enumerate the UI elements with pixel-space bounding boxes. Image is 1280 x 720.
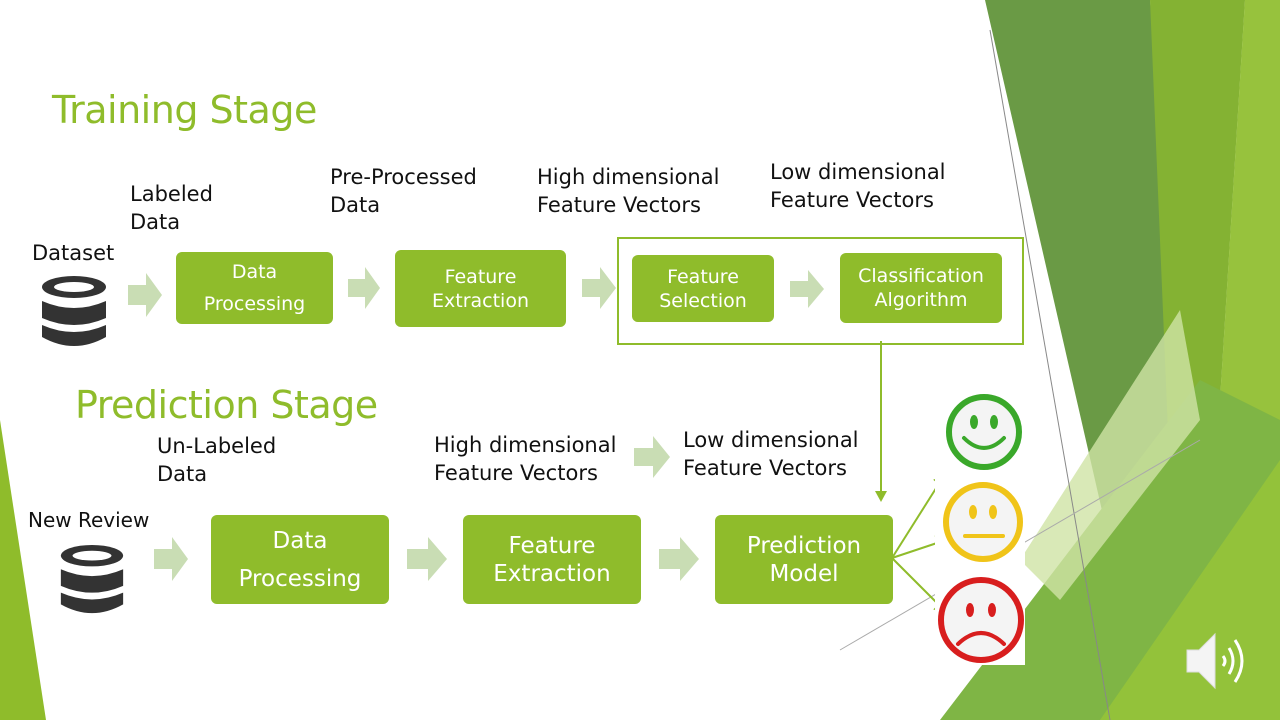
dataset-label: Dataset: [32, 241, 115, 265]
left-accent-shape: [0, 420, 46, 720]
training-stage-title: Training Stage: [52, 88, 317, 132]
prediction-step-data-processing: Data Processing: [211, 515, 389, 604]
prediction-label-arrow: [634, 436, 670, 478]
sad-face-icon: [938, 577, 1024, 663]
training-label-preprocessed-data: Pre-Processed Data: [330, 165, 477, 217]
decor-line-1: [989, 29, 1111, 720]
training-arrow-1: [128, 273, 162, 317]
prediction-arrow-1: [154, 537, 188, 581]
speaker-icon[interactable]: [1185, 632, 1257, 690]
neutral-face-icon: [943, 482, 1023, 562]
new-review-database-icon: [60, 544, 124, 614]
prediction-arrow-3: [659, 537, 699, 581]
output-arrow-positive: [891, 481, 941, 559]
dataset-database-icon: [42, 276, 106, 346]
prediction-label-unlabeled-data: Un-Labeled Data: [157, 434, 277, 486]
training-label-low-dim: Low dimensional Feature Vectors: [770, 160, 946, 212]
prediction-stage-title: Prediction Stage: [75, 383, 378, 427]
bottom-shape-bright: [1100, 460, 1280, 720]
training-arrow-4: [790, 270, 824, 308]
prediction-arrow-2: [407, 537, 447, 581]
output-arrow-neutral: [891, 541, 941, 559]
prediction-label-high-dim: High dimensional Feature Vectors: [434, 433, 617, 485]
training-label-high-dim: High dimensional Feature Vectors: [537, 165, 720, 217]
model-connector-arrow: [875, 341, 887, 502]
training-step-feature-extraction: Feature Extraction: [395, 250, 566, 327]
bottom-shape-pale: [1020, 310, 1200, 600]
training-label-labeled-data: Labeled Data: [130, 182, 213, 234]
prediction-step-prediction-model: Prediction Model: [715, 515, 893, 604]
training-arrow-3: [582, 267, 616, 309]
training-step-classification-algorithm: Classification Algorithm: [840, 253, 1002, 323]
new-review-label: New Review: [28, 508, 150, 532]
prediction-label-low-dim: Low dimensional Feature Vectors: [683, 428, 859, 480]
classifier-group-frame: [617, 237, 1024, 345]
output-arrow-negative: [891, 557, 941, 607]
training-arrow-2: [348, 267, 380, 309]
prediction-step-feature-extraction: Feature Extraction: [463, 515, 641, 604]
training-step-data-processing: Data Processing: [176, 252, 333, 324]
training-step-feature-selection: Feature Selection: [632, 255, 774, 322]
happy-face-icon: [946, 394, 1022, 470]
